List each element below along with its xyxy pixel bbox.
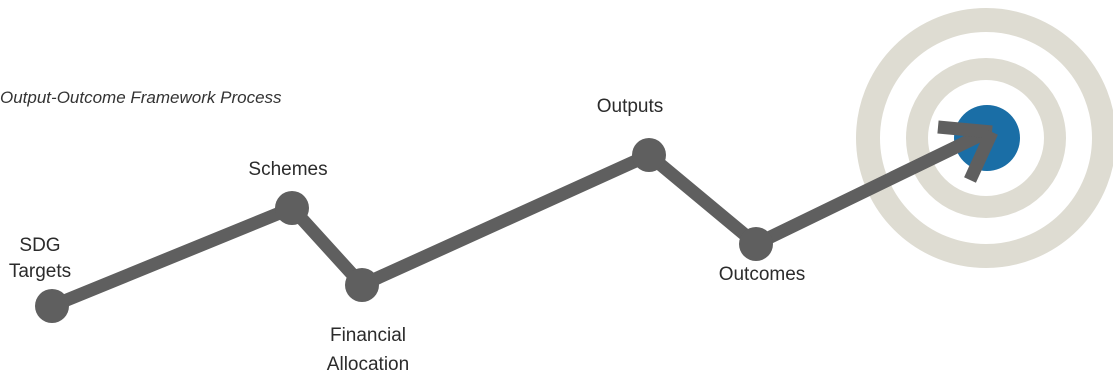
node-outputs <box>632 138 666 172</box>
label-outcomes: Outcomes <box>718 264 806 285</box>
target-inner-ring <box>906 58 1066 218</box>
node-outcomes <box>739 227 773 261</box>
process-path <box>45 126 992 313</box>
label-outputs: Outputs <box>596 96 664 117</box>
target-outer-ring <box>856 8 1113 268</box>
label-financial-allocation: Financial Allocation <box>326 325 410 376</box>
node-financial-allocation <box>345 268 379 302</box>
node-schemes <box>275 191 309 225</box>
label-sdg-targets: SDG Targets <box>8 235 72 282</box>
label-schemes: Schemes <box>248 159 328 180</box>
arrowhead <box>937 120 998 183</box>
target-icon <box>856 8 1113 268</box>
node-sdg-targets <box>35 289 69 323</box>
diagram-title: Output-Outcome Framework Process <box>0 88 282 107</box>
